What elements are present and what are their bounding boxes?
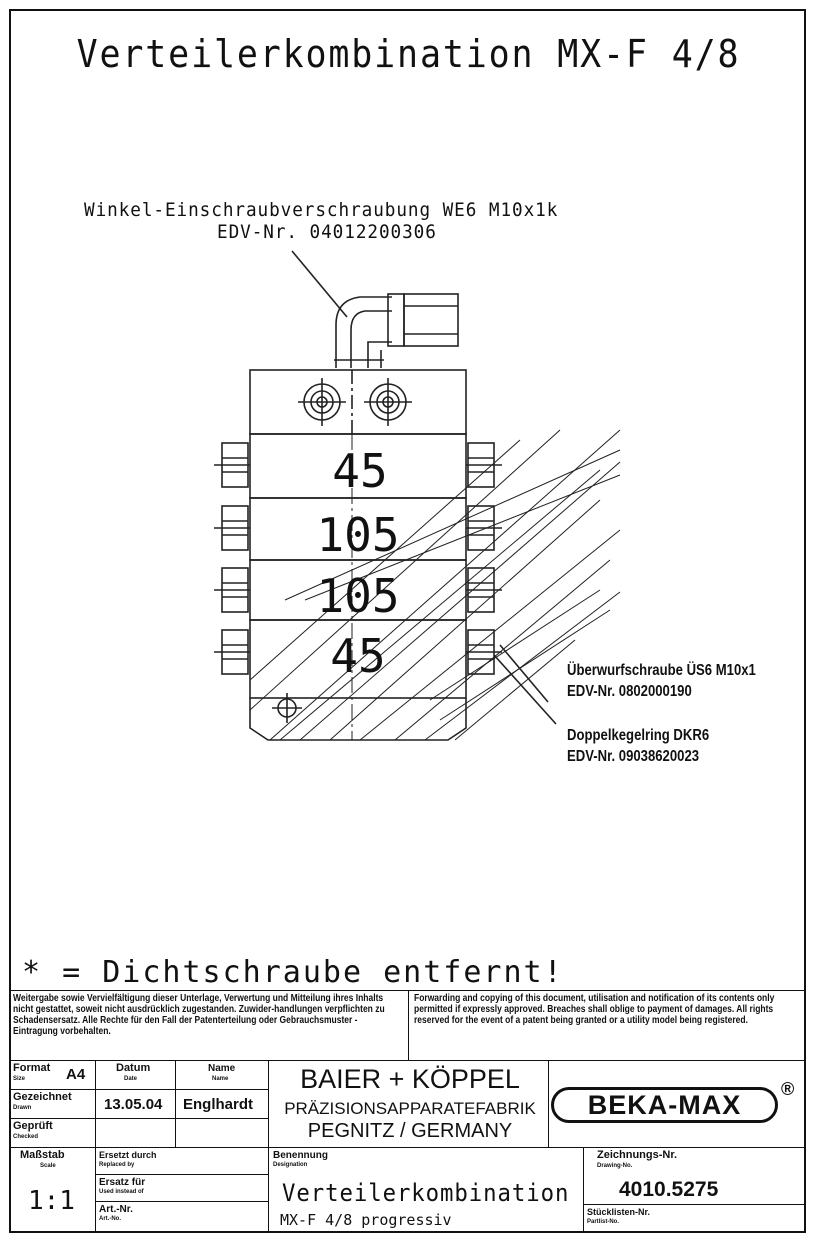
drawing-no-value: 4010.5275 [619,1178,719,1201]
drawing-frame [9,9,806,1233]
replaces-sub: Used instead of [99,1189,144,1195]
datum-label: Datum [116,1062,151,1074]
drawing-no-sub: Drawing-No. [597,1163,633,1169]
scale-label: Maßstab [20,1149,65,1161]
element-4-size: 45 [330,629,385,683]
partlist-no-sub: Partlist-No. [587,1219,620,1225]
tb-line [583,1204,806,1205]
art-no-sub: Art.-No. [99,1216,121,1222]
callout-fitting-name: Winkel-Einschraubverschraubung WE6 M10x1… [84,199,559,221]
checked-sub: Checked [13,1134,39,1140]
disclaimer-english: Forwarding and copying of this document,… [414,993,775,1026]
element-3-size: 105 [316,569,399,623]
scale-sub: Scale [40,1163,56,1169]
scale-value: 1:1 [28,1186,75,1216]
datum-sub: Date [124,1076,138,1082]
format-label: Format [13,1062,51,1074]
name-label: Name [208,1063,236,1074]
callout-union-nut-name: Überwurfschraube ÜS6 M10x1 [567,662,756,679]
element-2-size: 105 [316,508,399,562]
tb-line [175,1060,176,1147]
replaces-label: Ersatz für [99,1177,146,1188]
company-subtitle: PRÄZISIONSAPPARATEFABRIK [284,1099,536,1118]
designation-sub: Designation [273,1162,308,1168]
designation-label: Benennung [273,1150,328,1161]
drawn-name: Englhardt [183,1096,253,1113]
element-1-size: 45 [332,444,387,498]
company-location: PEGNITZ / GERMANY [307,1120,513,1142]
drawn-date: 13.05.04 [104,1096,163,1113]
tb-line [268,1060,269,1233]
format-sub: Size [13,1076,26,1082]
tb-top-border [9,990,806,991]
tb-line [9,1118,268,1119]
tb-line [95,1201,268,1202]
company-name: BAIER + KÖPPEL [300,1064,520,1094]
designation-value: Verteilerkombination [282,1179,570,1207]
tb-line [548,1060,549,1147]
tb-line [9,1060,806,1061]
tb-line [9,1089,268,1090]
tb-line [95,1174,268,1175]
replaced-by-label: Ersetzt durch [99,1150,157,1160]
replaced-by-sub: Replaced by [99,1162,135,1168]
tb-disclaimer-divider [408,990,409,1060]
tb-line [583,1147,584,1233]
drawing-no-label: Zeichnungs-Nr. [597,1149,678,1161]
disclaimer-german: Weitergabe sowie Vervielfältigung dieser… [13,993,385,1037]
checked-label: Geprüft [13,1120,53,1132]
callout-fitting-edv: EDV-Nr. 04012200306 [217,221,437,243]
drawn-label: Gezeichnet [13,1091,72,1103]
beka-max-logo: BEKA-MAX [551,1087,778,1123]
registered-mark: ® [781,1079,795,1099]
art-no-label: Art.-Nr. [99,1204,133,1215]
designation-detail: MX-F 4/8 progressiv [280,1211,452,1229]
name-sub: Name [212,1076,229,1082]
drawing-title: Verteilerkombination MX-F 4/8 [76,32,741,76]
distributor-drawing: 45 105 105 45 [214,250,621,741]
tb-line [9,1147,806,1148]
callout-ring-name: Doppelkegelring DKR6 [567,727,710,744]
sealing-screw-note: * = Dichtschraube entfernt! [22,955,564,990]
drawn-sub: Drawn [13,1105,32,1111]
tb-line [95,1060,96,1233]
partlist-no-label: Stücklisten-Nr. [587,1207,651,1217]
callout-union-nut-edv: EDV-Nr. 0802000190 [567,683,692,700]
format-value: A4 [66,1066,86,1083]
callout-ring-edv: EDV-Nr. 09038620023 [567,748,700,765]
